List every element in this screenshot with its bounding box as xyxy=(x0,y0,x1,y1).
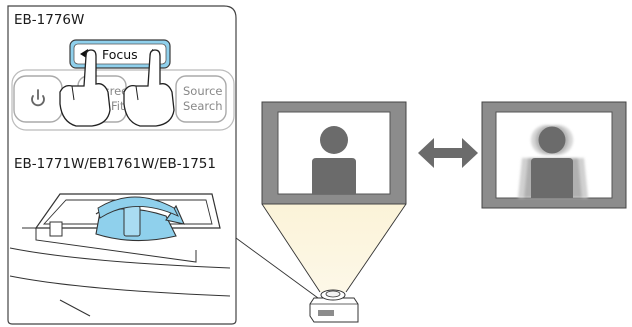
focus-label: Focus xyxy=(102,47,138,62)
blurred-screen xyxy=(481,101,627,209)
power-icon xyxy=(31,89,45,107)
source-search-label-line1: Source xyxy=(183,84,223,98)
source-search-label-line2: Search xyxy=(183,99,223,113)
power-button[interactable] xyxy=(13,75,63,123)
model-label-top: EB-1776W xyxy=(14,12,84,28)
projection-beam xyxy=(262,204,406,292)
source-search-button[interactable]: Source Search xyxy=(175,75,227,123)
screen-fit-label-line2: Fit xyxy=(111,99,125,113)
focused-screen xyxy=(261,101,407,205)
focus-ring-illustration xyxy=(9,193,231,317)
model-label-bottom: EB-1771W/EB1761W/EB-1751 xyxy=(14,156,216,172)
hand-right xyxy=(123,49,175,127)
double-arrow-icon xyxy=(418,138,478,168)
projector xyxy=(309,289,359,323)
hand-left xyxy=(59,49,111,127)
person-silhouette xyxy=(312,126,356,194)
callout-connector xyxy=(235,237,319,299)
control-panel: Scree Fit Source Search Focus xyxy=(11,39,235,131)
